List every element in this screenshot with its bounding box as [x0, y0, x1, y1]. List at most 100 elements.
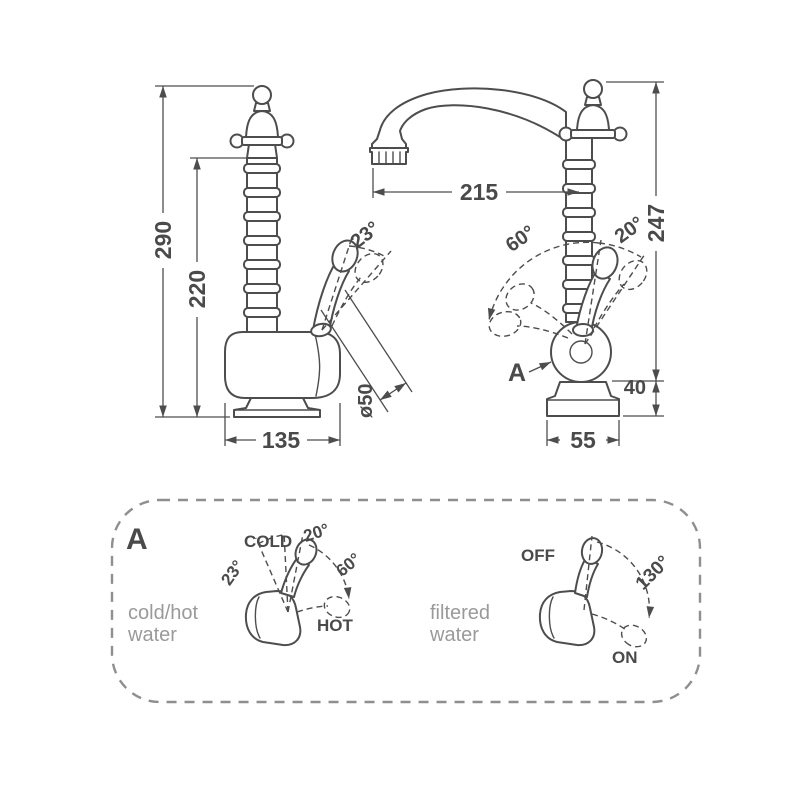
detail-panel: A COLD 20° 60° HOT 23° cold/hot water	[110, 498, 702, 704]
dim-reach-label: 215	[460, 179, 499, 205]
finial-top-ball	[252, 85, 272, 105]
aerator-ridges	[378, 151, 401, 165]
column-ring	[243, 187, 281, 198]
handle-ball-dashed	[620, 624, 648, 648]
dim-diameter-label: ø50	[355, 384, 377, 418]
angle-arc	[348, 245, 387, 258]
extension-line	[344, 289, 413, 393]
filter-caption-line1: filtered	[430, 602, 490, 624]
column-ring	[243, 163, 281, 174]
handle-boss	[244, 590, 302, 647]
angle-ray	[287, 533, 304, 613]
detail-panel-label: A	[126, 523, 148, 556]
finial-taper	[246, 143, 278, 159]
mixer-caption-line2: water	[127, 624, 177, 646]
right-view: 20° 60° A 215 247 40	[369, 79, 669, 453]
cold-label: COLD	[244, 532, 292, 551]
finial-dome	[576, 104, 610, 131]
angle-ray	[321, 250, 392, 331]
handle-ball-dashed	[488, 310, 522, 338]
filter-angle-label: 130°	[632, 552, 675, 595]
detail-marker-label: A	[508, 359, 526, 387]
dim-base-height-label: 40	[624, 377, 646, 399]
body-circle-inner	[569, 340, 593, 364]
column-ring	[243, 211, 281, 222]
handle-collar	[572, 323, 594, 337]
finial-collar	[241, 136, 283, 146]
column-ring	[562, 231, 596, 242]
swing-left-label: 60°	[502, 221, 539, 256]
mixer-angle-swing-label: 60°	[333, 549, 365, 580]
column-ring	[562, 207, 596, 218]
angle-ray	[321, 236, 353, 331]
angle-ray	[584, 239, 602, 345]
handle-ball-dashed	[354, 252, 384, 284]
column-ring	[243, 235, 281, 246]
handle-lever-dashed	[530, 302, 573, 335]
handle-lever-dashed	[593, 283, 625, 329]
mixer-caption-line1: cold/hot	[128, 602, 198, 624]
column-ring	[243, 307, 281, 318]
aerator	[369, 147, 409, 165]
handle-lever	[574, 557, 599, 598]
hot-label: HOT	[317, 616, 354, 635]
dim-base-width-left: 135	[224, 403, 341, 453]
dim-base-height: 40	[623, 377, 664, 417]
dim-diameter: ø50	[320, 289, 413, 418]
handle-lever-dashed	[591, 613, 627, 631]
dim-height-label: 247	[643, 204, 669, 242]
dim-height: 247	[606, 81, 669, 382]
angle-ray	[255, 537, 289, 613]
column-ring	[243, 283, 281, 294]
handle-ball	[591, 246, 619, 280]
detail-panel-border	[110, 498, 702, 704]
dim-reach: 215	[372, 168, 579, 205]
angle-arc	[598, 242, 642, 258]
angle-arc	[257, 534, 284, 545]
dim-base-width-right-label: 55	[570, 427, 596, 453]
column-ring	[243, 259, 281, 270]
mixer-detail: COLD 20° 60° HOT 23° cold/hot water	[127, 520, 365, 647]
column-ring	[562, 255, 596, 266]
extension-line	[320, 309, 389, 413]
handle-lever-dashed	[296, 605, 329, 613]
handle-lever-dashed	[516, 325, 569, 339]
handle-boss-line	[314, 333, 321, 397]
off-label: OFF	[521, 546, 555, 565]
mixer-angle-open-label: 20°	[301, 520, 332, 546]
angle-arc	[596, 541, 655, 619]
angle-ray	[584, 253, 646, 345]
base-outline	[546, 381, 620, 417]
base-outline	[233, 397, 321, 418]
angle-arc	[308, 544, 352, 600]
dim-column-height: 220	[184, 157, 248, 417]
body-outline	[224, 331, 341, 399]
handle-ball	[580, 537, 604, 565]
handle-ball-dashed	[618, 259, 648, 291]
dim-total-height: 290	[150, 85, 254, 418]
handle-ball-dashed	[505, 283, 535, 311]
mixer-angle-side-label: 23°	[217, 557, 247, 589]
handle-lever	[312, 261, 350, 333]
angle-ray	[283, 531, 289, 613]
filter-detail: OFF 130° ON filtered water	[429, 535, 675, 667]
handle-boss-line	[254, 596, 261, 639]
spout-outline	[371, 87, 567, 149]
dim-base-width-right: 55	[546, 420, 620, 453]
handle-boss	[538, 590, 596, 647]
handle-boss-line	[548, 596, 555, 639]
finial-dome	[245, 110, 279, 138]
finial-top-ball	[583, 79, 603, 99]
filter-caption-line2: water	[429, 624, 479, 646]
dimension-line	[379, 382, 407, 401]
finial-collar	[570, 129, 616, 139]
dim-total-height-label: 290	[150, 221, 176, 259]
column-ring	[562, 159, 596, 170]
handle-collar	[310, 322, 332, 338]
on-label: ON	[612, 648, 638, 667]
dim-base-width-label: 135	[262, 427, 301, 453]
dim-column-height-label: 220	[184, 270, 210, 308]
detail-marker-arrow	[528, 361, 552, 373]
handle-ball-dashed	[323, 595, 351, 619]
